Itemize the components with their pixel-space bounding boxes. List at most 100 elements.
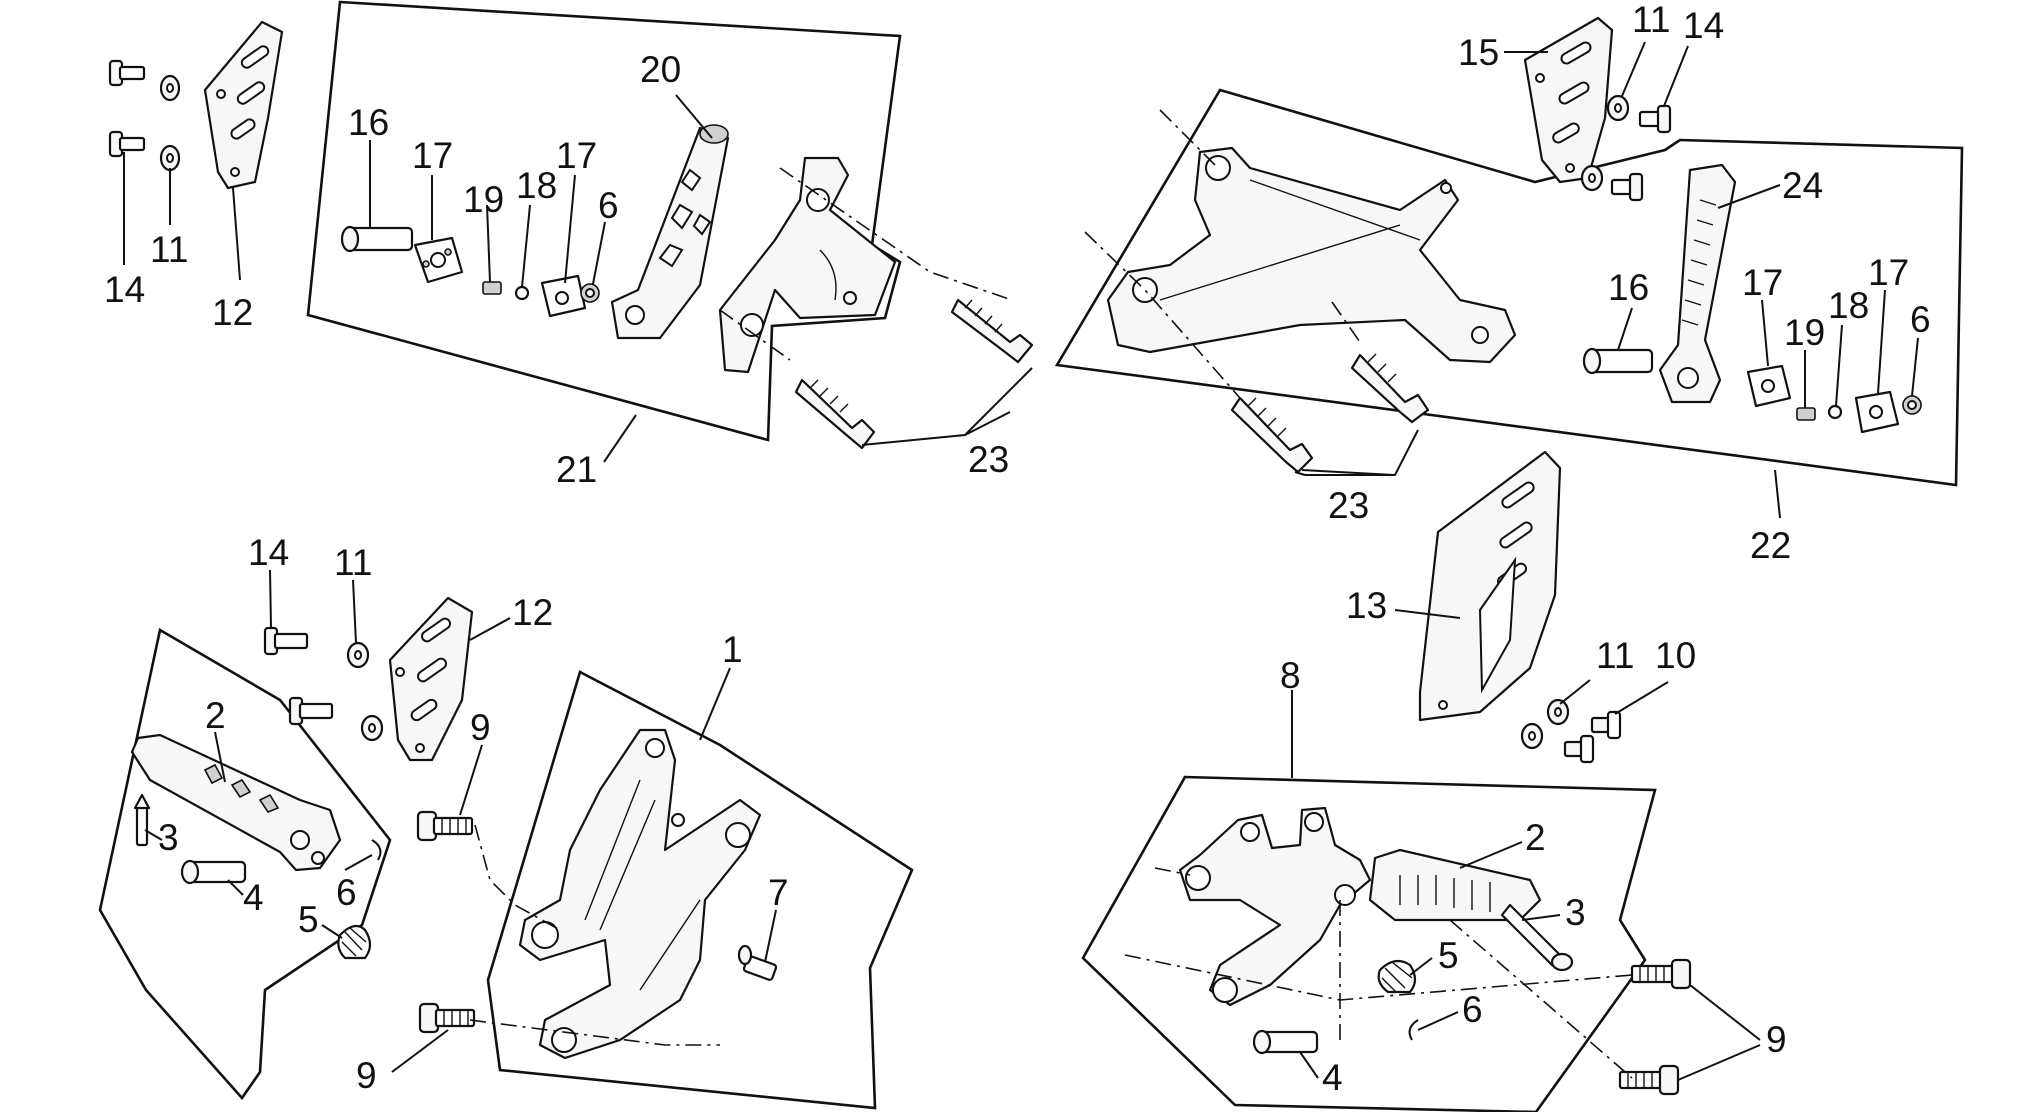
group-outline-left-footpeg <box>98 627 392 1101</box>
callout-label: 7 <box>768 872 789 913</box>
axis-line-bl-1 <box>474 824 561 931</box>
axis-line-tl-2 <box>719 309 791 361</box>
part-bolt-23-upper <box>950 298 1034 364</box>
callout-label: 12 <box>512 592 553 633</box>
part-plate-17b-tr <box>1854 390 1900 434</box>
callout-labels-bottom-left: 14 11 12 1 2 9 3 4 6 5 7 9 <box>158 532 789 1096</box>
callout-label: 5 <box>1438 935 1459 976</box>
axis-line-br-1 <box>1154 867 1191 876</box>
callout-labels-top-left: 20 16 17 19 18 17 6 14 11 12 21 23 <box>104 49 1009 490</box>
part-bracket-22 <box>1106 146 1517 364</box>
callout-label: 1 <box>722 629 743 670</box>
callout-label: 4 <box>243 877 264 918</box>
part-pin-16 <box>340 225 414 253</box>
part-heel-guard-15 <box>1523 16 1614 184</box>
callout-label: 6 <box>598 185 619 226</box>
part-spring-5-bl <box>337 924 372 960</box>
callout-label: 6 <box>336 872 357 913</box>
part-bolt-9-br-upper <box>1630 958 1692 990</box>
callout-label: 4 <box>1322 1057 1343 1098</box>
leader-lines <box>123 41 1919 1081</box>
part-bolt-23-lower <box>794 378 876 450</box>
part-bolt-14-bl-upper <box>263 626 309 656</box>
part-plate-17 <box>413 236 464 284</box>
callout-label: 24 <box>1782 165 1823 206</box>
axis-line-bl-2 <box>469 1019 720 1046</box>
callout-label: 20 <box>640 49 681 90</box>
part-footrest-bracket-1 <box>518 728 762 1060</box>
callout-label: 17 <box>1742 262 1783 303</box>
part-bolt-9-bl-lower <box>418 1002 476 1034</box>
part-heel-guard-13 <box>1418 450 1562 722</box>
part-spring-5-br <box>1377 959 1417 994</box>
axis-line-tr-2 <box>1084 231 1241 399</box>
callout-label: 22 <box>1750 525 1791 566</box>
part-pin-7-bl <box>737 944 778 981</box>
axis-line-tr-1 <box>1159 109 1216 166</box>
callout-label: 23 <box>968 439 1009 480</box>
callout-label: 17 <box>1868 252 1909 293</box>
callout-label: 23 <box>1328 485 1369 526</box>
part-bolt-23-tr-right <box>1350 353 1430 424</box>
axis-line-tr-3 <box>1331 301 1363 346</box>
callout-label: 16 <box>348 102 389 143</box>
part-footrest-bracket-8 <box>1178 806 1372 1007</box>
part-plate-17-tr <box>1746 364 1792 408</box>
callout-label: 9 <box>356 1055 377 1096</box>
callout-label: 12 <box>212 292 253 333</box>
callout-label: 10 <box>1655 635 1696 676</box>
part-ball-18-tr <box>1827 404 1843 420</box>
callout-label: 2 <box>205 695 226 736</box>
part-bracket-21 <box>718 156 897 374</box>
callout-label: 18 <box>516 165 557 206</box>
callout-label: 17 <box>556 135 597 176</box>
part-bolt-14-lower <box>108 130 146 158</box>
part-bolt-9-bl-upper <box>416 810 474 842</box>
callout-label: 6 <box>1910 299 1931 340</box>
callout-label: 9 <box>1766 1019 1787 1060</box>
part-bolt-23-tr-left <box>1230 396 1314 474</box>
callout-label: 3 <box>158 817 179 858</box>
axis-line-tl-1 <box>779 167 1013 301</box>
callout-label: 17 <box>412 135 453 176</box>
callout-label: 9 <box>470 707 491 748</box>
part-clip-6-bl <box>371 839 382 861</box>
part-pin-16-tr <box>1582 347 1654 375</box>
part-bolt-10-upper <box>1590 710 1622 740</box>
callout-label: 14 <box>104 269 145 310</box>
part-spring-19 <box>482 281 502 295</box>
callout-label: 14 <box>248 532 289 573</box>
callout-label: 3 <box>1565 892 1586 933</box>
part-screw-3-br <box>1500 903 1574 972</box>
group-outline-1 <box>486 670 914 1110</box>
callout-label: 19 <box>1784 312 1825 353</box>
part-clip-6-br <box>1408 1019 1419 1041</box>
callout-label: 6 <box>1462 989 1483 1030</box>
group-outline-21 <box>306 0 902 442</box>
axis-line-br-4 <box>1449 919 1633 1079</box>
part-heel-guard-12-bl <box>388 596 474 762</box>
part-footpeg-2-br <box>1368 848 1542 922</box>
callout-label: 13 <box>1346 585 1387 626</box>
part-bolt-14-bl-lower <box>288 696 334 726</box>
callout-label: 19 <box>463 179 504 220</box>
callout-label: 16 <box>1608 267 1649 308</box>
callout-labels-bottom-right: 13 11 10 8 2 3 5 6 4 9 <box>1280 585 1787 1098</box>
group-outline-8 <box>1081 775 1657 1112</box>
part-footpeg-20 <box>610 124 730 340</box>
callout-label: 18 <box>1828 285 1869 326</box>
part-footpeg-2-bl <box>130 733 342 872</box>
part-bolt-9-br-lower <box>1618 1064 1680 1096</box>
part-bolt-10-lower <box>1563 734 1595 764</box>
part-bolt-14-upper <box>108 59 146 87</box>
callout-label: 2 <box>1525 817 1546 858</box>
part-pin-4-bl <box>180 859 247 885</box>
part-bolt-14-tr-lower <box>1610 172 1644 202</box>
part-footpeg-24 <box>1658 163 1737 404</box>
callout-label: 14 <box>1683 5 1724 46</box>
part-spring-19-tr <box>1796 407 1816 421</box>
callout-label: 21 <box>556 449 597 490</box>
part-ball-18 <box>514 285 530 301</box>
callout-labels-top-right: 15 11 14 24 16 17 19 18 17 6 23 22 <box>1328 0 1931 566</box>
